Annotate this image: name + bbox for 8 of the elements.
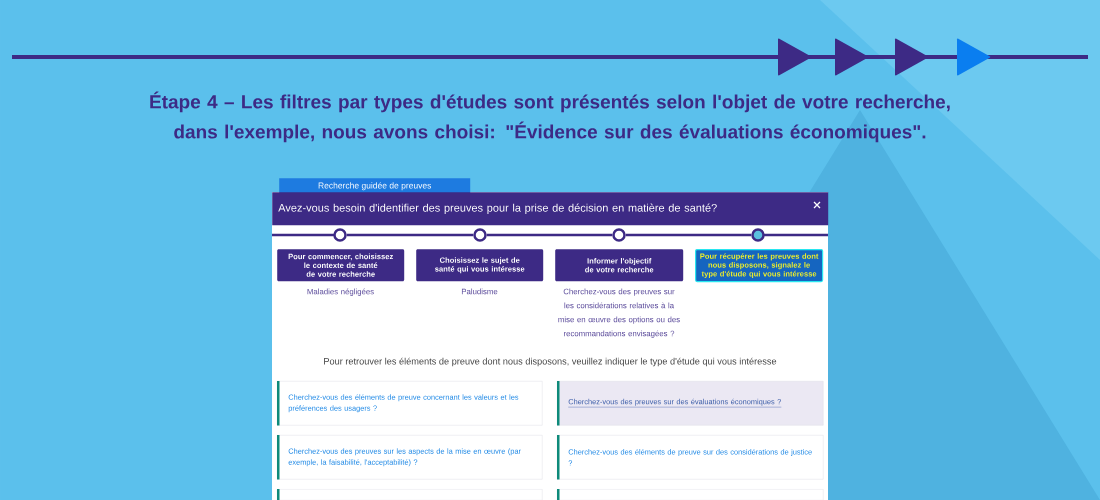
progress-line xyxy=(486,233,613,237)
instruction-text: Pour retrouver les éléments de preuve dont nous disposons, veuillez indiquer le type d'étude qui vous intéresse xyxy=(324,357,777,367)
dialog-header: Avez-vous besoin d'identifier des preuves pour la prise de décision en matière de santé? xyxy=(272,192,829,226)
option-card xyxy=(277,489,543,500)
progress-line xyxy=(625,233,752,237)
title: Étape 4 – Les filtres par types d'études sont présentés selon l'objet de votre recherche, dans l'exemple, nous avons choisi: "Évidence sur des évaluations économiques". xyxy=(150,91,950,143)
option-card xyxy=(557,489,824,500)
progress-line xyxy=(346,233,474,237)
